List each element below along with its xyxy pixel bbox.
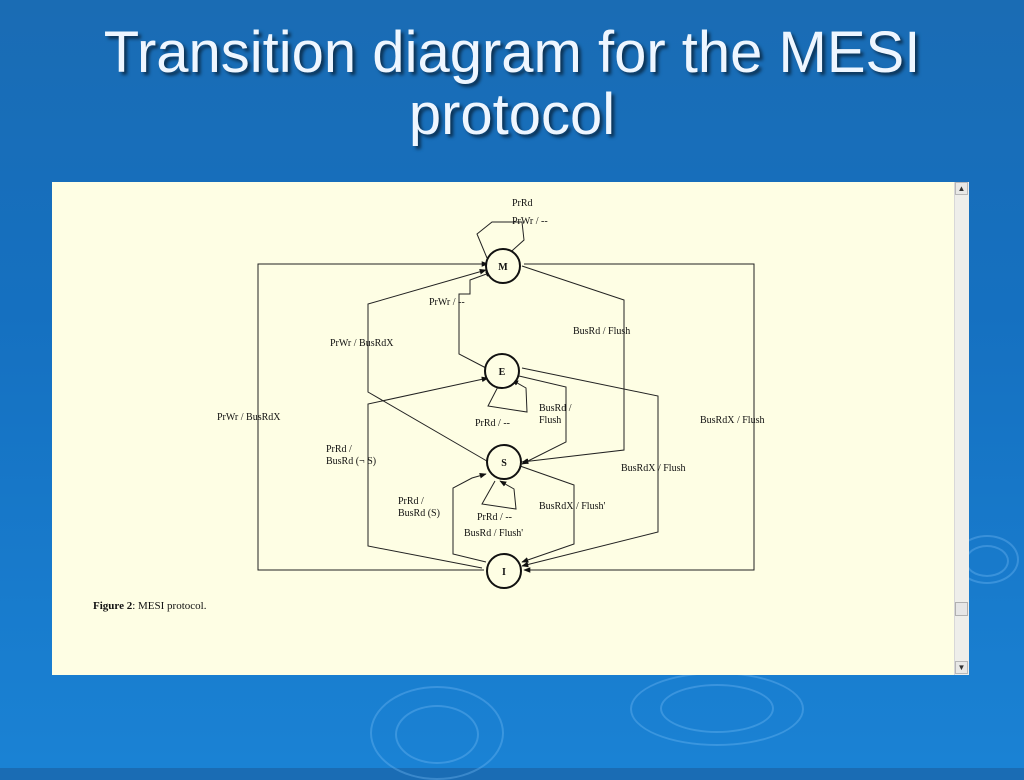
state-e-label: E — [499, 367, 506, 378]
edge-m-to-s — [521, 265, 625, 465]
figure-panel: M E S I PrRd PrWr / -- PrWr / -- PrWr / … — [52, 182, 954, 675]
state-m-node: M — [485, 248, 521, 284]
label-m-to-s: BusRd / Flush — [573, 326, 630, 337]
scroll-up-icon: ▲ — [957, 184, 966, 193]
label-s-self-prrd: PrRd / -- — [477, 512, 512, 523]
scroll-up-button[interactable]: ▲ — [955, 182, 968, 195]
state-s-node: S — [486, 444, 522, 480]
label-e-self: PrRd / -- — [475, 418, 510, 429]
label-s-to-m: PrWr / BusRdX — [330, 338, 394, 349]
state-s-label: S — [501, 458, 507, 469]
label-i-to-m: PrWr / BusRdX — [217, 412, 281, 423]
edge-s-self — [481, 480, 517, 510]
figure-caption-text: : MESI protocol. — [132, 600, 207, 612]
label-e-to-m: PrWr / -- — [429, 297, 465, 308]
figure-caption-label: Figure 2 — [93, 600, 133, 612]
label-m-self-prrd: PrRd — [512, 198, 533, 209]
edge-i-to-m-busrdx — [257, 261, 489, 571]
state-m-label: M — [498, 262, 508, 273]
slide-title: Transition diagram for the MESI protocol — [103, 20, 921, 147]
state-i-node: I — [486, 553, 522, 589]
label-e-to-i: BusRdX / Flush — [621, 463, 685, 474]
decorative-ripple — [965, 545, 1009, 577]
label-i-to-s-2: BusRd (S) — [398, 508, 440, 519]
decorative-ripple — [395, 705, 479, 764]
edge-e-self — [487, 378, 528, 413]
edge-e-to-i — [521, 367, 659, 568]
edge-s-to-i — [519, 465, 575, 563]
edge-m-to-i — [523, 263, 755, 573]
mesi-transition-diagram: M E S I PrRd PrWr / -- PrWr / -- PrWr / … — [217, 198, 764, 589]
edge-e-to-s — [518, 375, 567, 465]
label-i-to-e-1: PrRd / — [326, 444, 352, 455]
label-i-to-e-2: BusRd (¬ S) — [326, 456, 376, 467]
scroll-thumb[interactable] — [955, 602, 968, 616]
label-s-to-i: BusRdX / Flush' — [539, 501, 605, 512]
label-e-to-s-1: BusRd / — [539, 403, 572, 414]
figure-caption: Figure 2: MESI protocol. — [93, 600, 206, 612]
scroll-down-button[interactable]: ▼ — [955, 661, 968, 674]
scroll-down-icon: ▼ — [957, 663, 966, 672]
edge-m-self — [476, 221, 525, 259]
edge-e-to-m — [458, 271, 493, 369]
decorative-ripple — [660, 684, 774, 733]
edge-s-to-m-busrdx — [367, 269, 493, 465]
label-s-self-busrd: BusRd / Flush' — [464, 528, 523, 539]
edge-i-to-s — [452, 473, 487, 563]
label-i-to-s-1: PrRd / — [398, 496, 424, 507]
label-m-to-i: BusRdX / Flush — [700, 415, 764, 426]
label-m-self-prwr: PrWr / -- — [512, 216, 548, 227]
state-i-label: I — [502, 567, 506, 578]
vertical-scrollbar[interactable]: ▲ ▼ — [954, 182, 969, 675]
state-e-node: E — [484, 353, 520, 389]
edge-i-to-e — [367, 376, 489, 569]
label-e-to-s-2: Flush — [539, 415, 561, 426]
